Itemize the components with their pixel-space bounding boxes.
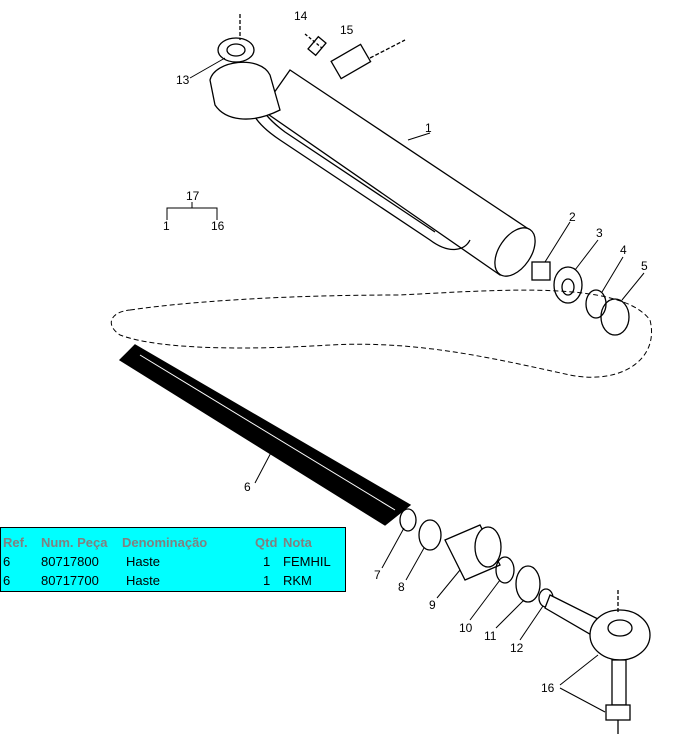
header-part-number: Num. Peça — [41, 535, 108, 550]
callout-11: 11 — [484, 629, 497, 643]
cell-description: Haste — [126, 554, 160, 569]
callout-6: 6 — [244, 480, 251, 494]
seal-ring — [217, 37, 255, 63]
table-header: Ref. Num. Peça Denominação Qtd Nota — [1, 533, 345, 552]
callout-15: 15 — [340, 23, 354, 37]
callout-2: 2 — [569, 210, 576, 224]
callout-14: 14 — [294, 9, 308, 23]
callout-16: 16 — [541, 681, 555, 695]
callout-4: 4 — [620, 243, 627, 257]
callout-7: 7 — [374, 568, 381, 582]
callout-17-from: 1 — [163, 219, 170, 233]
cell-qty: 1 — [263, 554, 271, 569]
header-note: Nota — [283, 535, 312, 550]
parts-table: Ref. Num. Peça Denominação Qtd Nota 6 80… — [0, 527, 346, 592]
piston-rod — [118, 344, 412, 526]
cell-note: RKM — [283, 573, 312, 588]
callout-8: 8 — [398, 580, 405, 594]
cell-ref: 6 — [3, 554, 11, 569]
callout-12: 12 — [510, 641, 524, 655]
header-ref: Ref. — [3, 535, 28, 550]
callout-17-to: 16 — [211, 219, 225, 233]
header-qty: Qtd — [255, 535, 278, 550]
cell-note: FEMHIL — [283, 554, 331, 569]
cell-part-number: 80717700 — [41, 573, 99, 588]
cell-qty: 1 — [263, 573, 271, 588]
cylinder-body — [261, 69, 531, 276]
callout-5: 5 — [641, 259, 648, 273]
callout-10: 10 — [459, 621, 473, 635]
cell-description: Haste — [126, 573, 160, 588]
callout-17: 17 — [186, 189, 200, 203]
header-description: Denominação — [122, 535, 208, 550]
cell-part-number: 80717800 — [41, 554, 99, 569]
callout-9: 9 — [429, 598, 436, 612]
callout-3: 3 — [596, 226, 603, 240]
callout-1: 1 — [425, 121, 432, 135]
table-row[interactable]: 6 80717800 Haste 1 FEMHIL — [1, 552, 345, 571]
table-row[interactable]: 6 80717700 Haste 1 RKM — [1, 571, 345, 590]
callout-13: 13 — [176, 73, 190, 87]
cell-ref: 6 — [3, 573, 11, 588]
